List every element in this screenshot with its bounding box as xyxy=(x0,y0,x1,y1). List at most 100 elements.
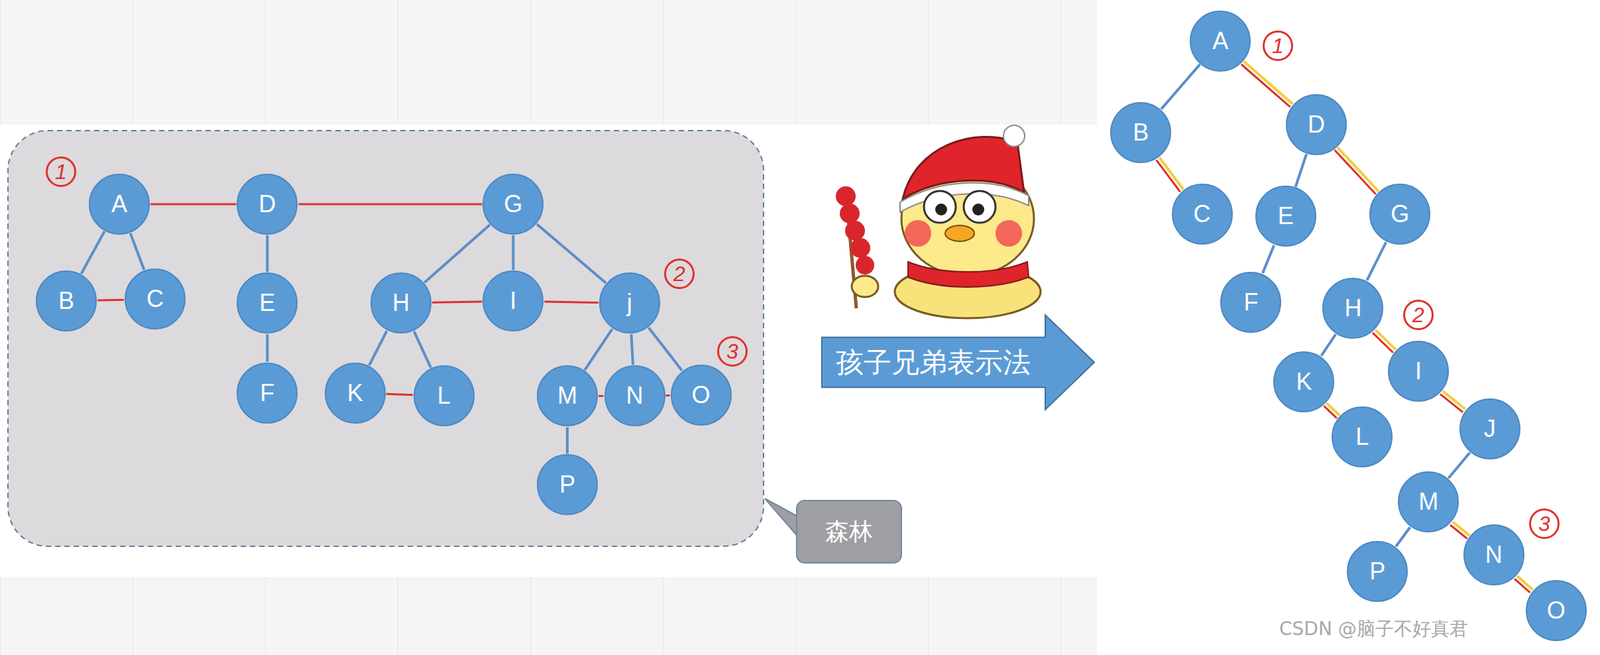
node-letter: G xyxy=(1390,200,1410,229)
tree-node-circle: C xyxy=(124,268,186,330)
circle-fill xyxy=(671,365,732,425)
circle-fill xyxy=(599,273,660,333)
grid-ground xyxy=(0,0,1101,655)
circle-fill xyxy=(1370,184,1430,244)
sibling-mark-line xyxy=(666,394,671,397)
circle-fill xyxy=(1526,580,1587,641)
forest-panel xyxy=(7,130,764,547)
sibling-mark-line xyxy=(544,301,599,303)
circle-fill xyxy=(537,454,598,515)
child-link xyxy=(1448,452,1470,479)
circle-fill xyxy=(483,174,543,234)
child-link xyxy=(424,224,490,283)
sibling-link xyxy=(1337,147,1379,192)
child-link xyxy=(1262,245,1274,274)
child-link xyxy=(265,334,269,362)
circle-fill xyxy=(1286,94,1347,155)
child-link xyxy=(648,327,683,370)
circle-fill xyxy=(605,365,665,426)
node-letter: G xyxy=(503,190,523,219)
tree-node-circle: H xyxy=(1322,277,1384,339)
circle-fill xyxy=(1190,11,1251,71)
sibling-mark-line xyxy=(386,393,413,395)
node-letter: D xyxy=(258,190,276,219)
node-letter: O xyxy=(1546,596,1566,625)
tree-node-circle: F xyxy=(236,362,298,424)
tree-node-circle: L xyxy=(1331,406,1393,468)
circle-fill xyxy=(1332,406,1392,467)
circle-fill xyxy=(1110,102,1171,163)
circle-fill xyxy=(89,174,150,234)
circle-fill xyxy=(414,365,474,426)
circle-fill xyxy=(1398,471,1459,532)
tree-node-circle: J xyxy=(1459,398,1521,460)
circle-fill xyxy=(371,273,431,333)
node-letter: E xyxy=(259,288,276,317)
circle-fill xyxy=(1220,272,1281,333)
child-link xyxy=(1161,64,1201,110)
circle-fill xyxy=(36,271,97,331)
child-link xyxy=(630,334,633,365)
circle-fill xyxy=(1273,351,1334,412)
node-letter: F xyxy=(1243,288,1258,317)
sibling-link xyxy=(1442,391,1466,409)
circle-fill xyxy=(1256,186,1316,246)
arrow-fill xyxy=(821,314,1095,410)
node-letter: O xyxy=(691,381,711,409)
child-link xyxy=(511,235,515,270)
tree-node-circle: A xyxy=(88,173,150,235)
callout-pointer xyxy=(764,498,800,539)
node-letter: E xyxy=(1277,202,1294,230)
node-letter: A xyxy=(111,190,128,219)
circle-fill xyxy=(1460,399,1520,459)
tree-node-circle: I xyxy=(1387,340,1449,402)
sibling-link xyxy=(1375,330,1396,350)
red-annotation-line xyxy=(1440,393,1463,412)
sibling-mark-line xyxy=(598,395,604,398)
tree-node-circle: D xyxy=(1285,94,1347,156)
child-link xyxy=(369,330,387,366)
right-ground xyxy=(1096,0,1600,655)
red-annotation-line xyxy=(1450,524,1468,539)
node-letter: H xyxy=(392,288,410,317)
node-letter: C xyxy=(146,285,164,313)
child-link xyxy=(1366,241,1386,281)
node-letter: H xyxy=(1344,294,1362,323)
tree-node-circle: B xyxy=(1110,102,1172,164)
child-link xyxy=(414,331,431,368)
child-link xyxy=(1395,526,1410,547)
tree-node-circle: O xyxy=(670,364,732,426)
node-letter: C xyxy=(1193,200,1211,229)
red-annotation-line xyxy=(1372,332,1394,353)
red-annotation-line xyxy=(1334,149,1376,195)
tree-node-circle: K xyxy=(1273,351,1335,413)
callout-number: 3 xyxy=(717,336,748,367)
callout-number: 2 xyxy=(664,258,695,289)
node-letter: N xyxy=(626,381,644,410)
node-letter: L xyxy=(437,381,451,410)
tree-node-circle: P xyxy=(536,454,598,515)
sibling-mark-line xyxy=(432,301,482,303)
sibling-link xyxy=(1244,60,1294,104)
tree-node-circle: G xyxy=(482,173,544,235)
callout-number: 1 xyxy=(45,156,77,187)
circle-fill xyxy=(1347,541,1408,602)
tree-node-circle: B xyxy=(35,270,97,332)
node-letter: K xyxy=(1295,367,1312,396)
tree-node-circle: N xyxy=(1463,524,1525,586)
tree-node-circle: M xyxy=(1397,471,1459,533)
circle-fill xyxy=(537,365,598,426)
node-letter: L xyxy=(1355,422,1369,451)
child-link xyxy=(265,235,269,272)
tree-node-circle: I xyxy=(482,270,544,332)
tree-node-circle: P xyxy=(1346,540,1408,602)
circle-fill xyxy=(325,363,386,423)
node-letter: B xyxy=(1132,118,1149,147)
arrow-shape: 孩子兄弟表示法 xyxy=(821,314,1095,411)
tree-node-circle: G xyxy=(1369,183,1431,245)
tree-node-circle: F xyxy=(1220,271,1282,333)
tree-node-circle: L xyxy=(413,365,475,427)
callout-number: 3 xyxy=(1529,508,1560,539)
circle-fill xyxy=(1322,278,1383,339)
